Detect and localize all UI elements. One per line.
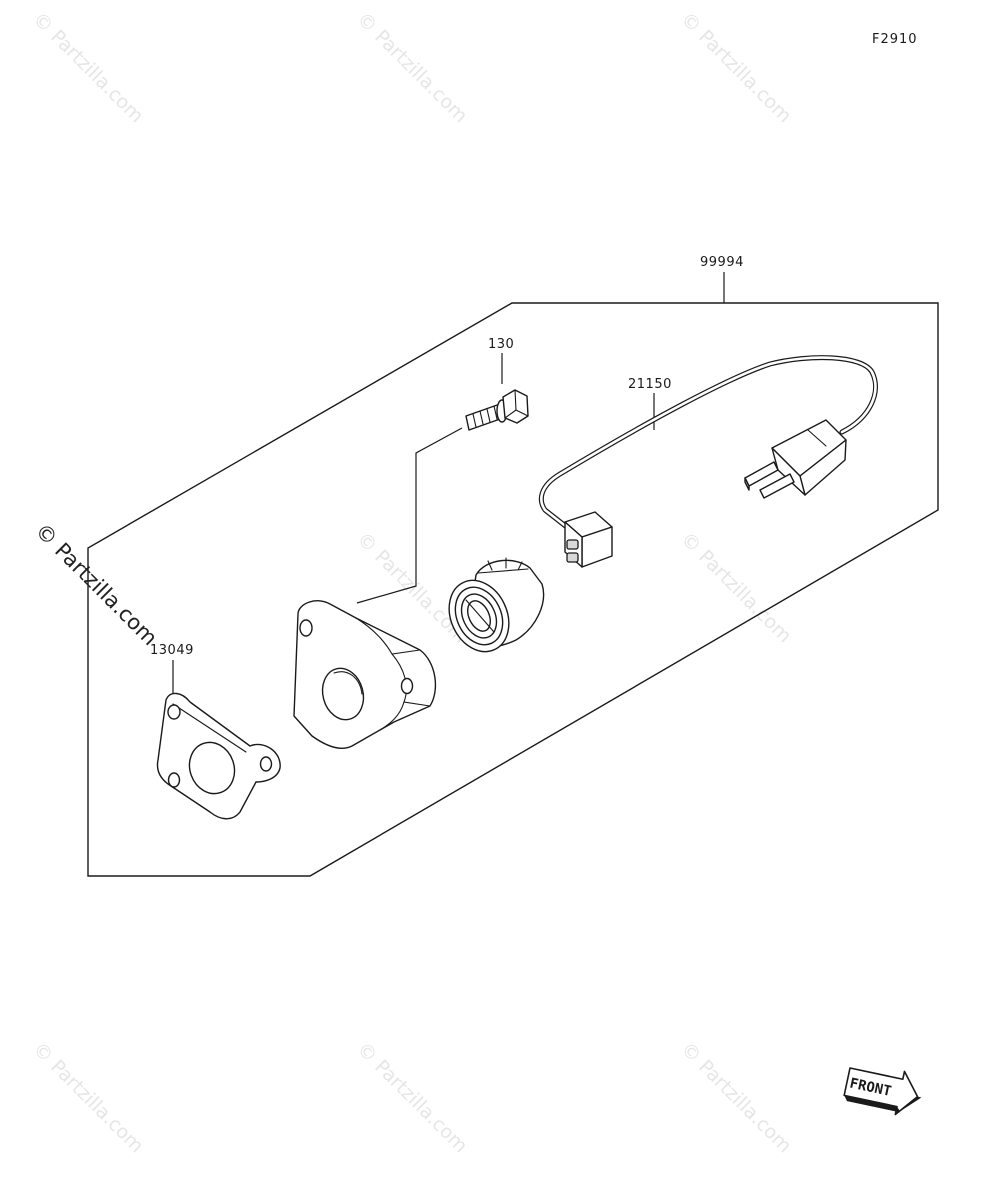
watermark-text: © Partzilla.com <box>352 8 471 127</box>
part-label-21150: 21150 <box>628 377 672 392</box>
diagram-id: F2910 <box>872 32 918 47</box>
watermark-layer: © Partzilla.com © Partzilla.com © Partzi… <box>28 8 795 1157</box>
gasket-icon <box>156 692 281 820</box>
watermark-text: © Partzilla.com <box>676 528 795 647</box>
part-label-130: 130 <box>488 337 514 352</box>
housing-bracket-icon <box>293 600 437 750</box>
kit-frame <box>87 302 939 877</box>
watermark-text-strong: © Partzilla.com <box>30 519 162 651</box>
watermark-text: © Partzilla.com <box>676 1038 795 1157</box>
watermark-text: © Partzilla.com <box>28 8 147 127</box>
front-direction-arrow: FRONT <box>843 1067 922 1116</box>
part-label-99994: 99994 <box>700 255 744 270</box>
watermark-text: © Partzilla.com <box>676 8 795 127</box>
wire-harness-icon <box>538 355 878 568</box>
sensor-icon <box>448 557 545 653</box>
watermark-text: © Partzilla.com <box>352 1038 471 1157</box>
watermark-text: © Partzilla.com <box>28 1038 147 1157</box>
part-label-13049: 13049 <box>150 643 194 658</box>
leader-130-bottom <box>356 427 463 604</box>
bolt-icon <box>465 389 529 431</box>
